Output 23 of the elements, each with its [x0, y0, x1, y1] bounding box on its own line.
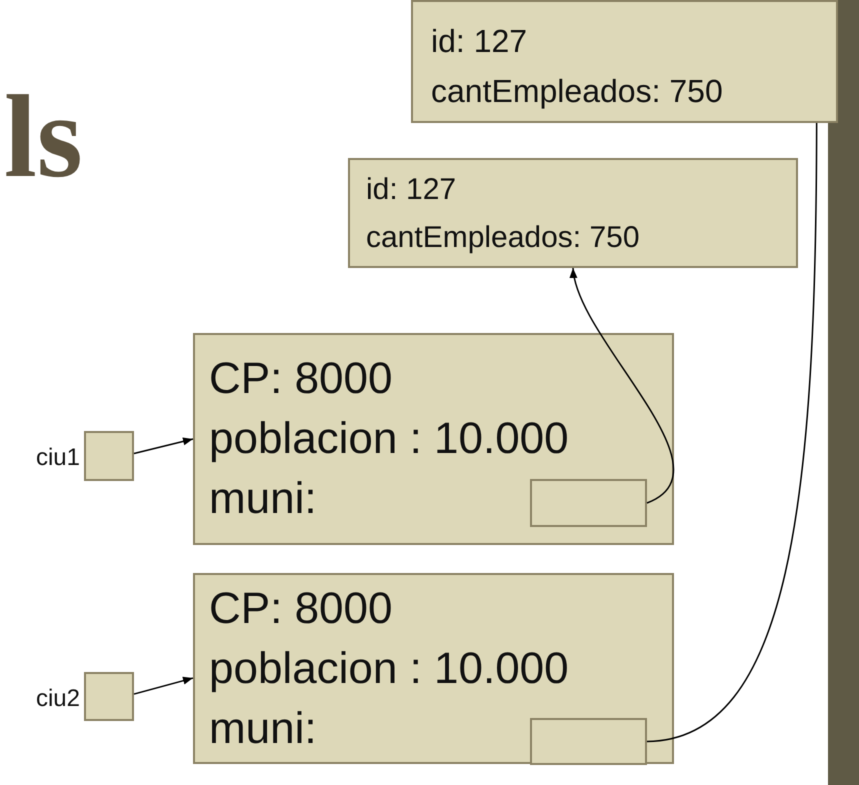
object-box: [348, 158, 798, 268]
field-box: [530, 718, 647, 765]
object-box: [193, 573, 674, 764]
variable-name: ciu1: [36, 444, 80, 472]
connector-line: [646, 123, 818, 742]
field-text: muni:: [209, 703, 317, 755]
field-text: poblacion : 10.000: [209, 643, 569, 695]
field-text: id: 127: [431, 22, 528, 61]
arrow: [571, 268, 674, 504]
variable-name: ciu2: [36, 684, 80, 712]
field-text: id: 127: [366, 172, 456, 208]
object-box: [411, 0, 838, 123]
arrow: [134, 438, 194, 454]
arrow: [134, 676, 194, 695]
field-text: CP: 8000: [209, 583, 392, 635]
field-text: muni:: [209, 473, 317, 525]
slide-title: ls: [4, 78, 83, 196]
field-box: [530, 479, 647, 527]
field-text: cantEmpleados: 750: [366, 220, 640, 256]
field-text: CP: 8000: [209, 353, 392, 405]
object-box: [193, 333, 674, 545]
field-text: poblacion : 10.000: [209, 413, 569, 465]
field-text: cantEmpleados: 750: [431, 72, 723, 111]
